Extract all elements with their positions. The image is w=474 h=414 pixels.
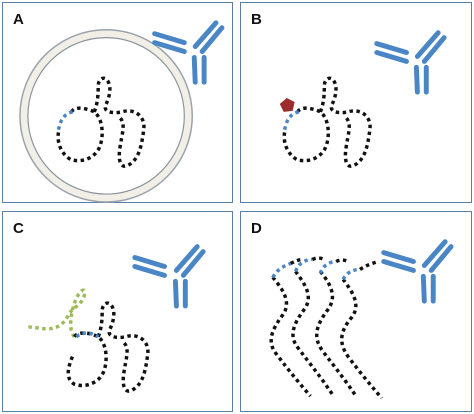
panel-a: A [2, 2, 233, 203]
panel-b: B [240, 2, 472, 203]
epitope-segment [56, 110, 75, 131]
strand-top-1 [289, 257, 303, 266]
panel-label-a: A [13, 11, 24, 28]
panel-a-drawing [19, 20, 225, 203]
panel-b-drawing [279, 30, 447, 168]
panel-c: C [2, 211, 233, 412]
cell-membrane-inner [27, 37, 185, 195]
epitope-segment [75, 331, 100, 339]
panel-label-c: C [13, 220, 24, 237]
extended-strand-4 [340, 278, 384, 400]
epitope-segment-3 [318, 259, 337, 274]
unfolded-strands [269, 270, 384, 400]
extended-strand-2 [291, 270, 334, 396]
epitope-segment-1 [271, 261, 292, 279]
antibody-icon [132, 244, 206, 309]
extended-strand-3 [315, 270, 358, 398]
antibody-icon [374, 30, 447, 95]
panel-d: D [240, 211, 472, 412]
protein-strand [282, 76, 372, 168]
extended-strand-1 [269, 276, 312, 398]
panel-label-d: D [251, 220, 262, 237]
panel-c-drawing [25, 244, 206, 393]
panel-label-b: B [251, 11, 262, 28]
epitope-segment [283, 110, 301, 131]
pentagon-marker-icon [279, 98, 295, 112]
strand-top-4 [358, 259, 379, 271]
unfolded-segment [25, 288, 87, 338]
antibody-icon [152, 20, 225, 85]
antibody-icon [381, 239, 454, 304]
epitope-segments [271, 257, 361, 281]
protein-strand [56, 76, 146, 168]
epitope-segment-2 [293, 257, 313, 273]
strand-top-3 [335, 258, 349, 264]
epitope-segment-4 [341, 267, 361, 281]
protein-strand [66, 301, 150, 393]
panel-d-drawing [269, 239, 454, 400]
strand-top-2 [311, 256, 326, 262]
